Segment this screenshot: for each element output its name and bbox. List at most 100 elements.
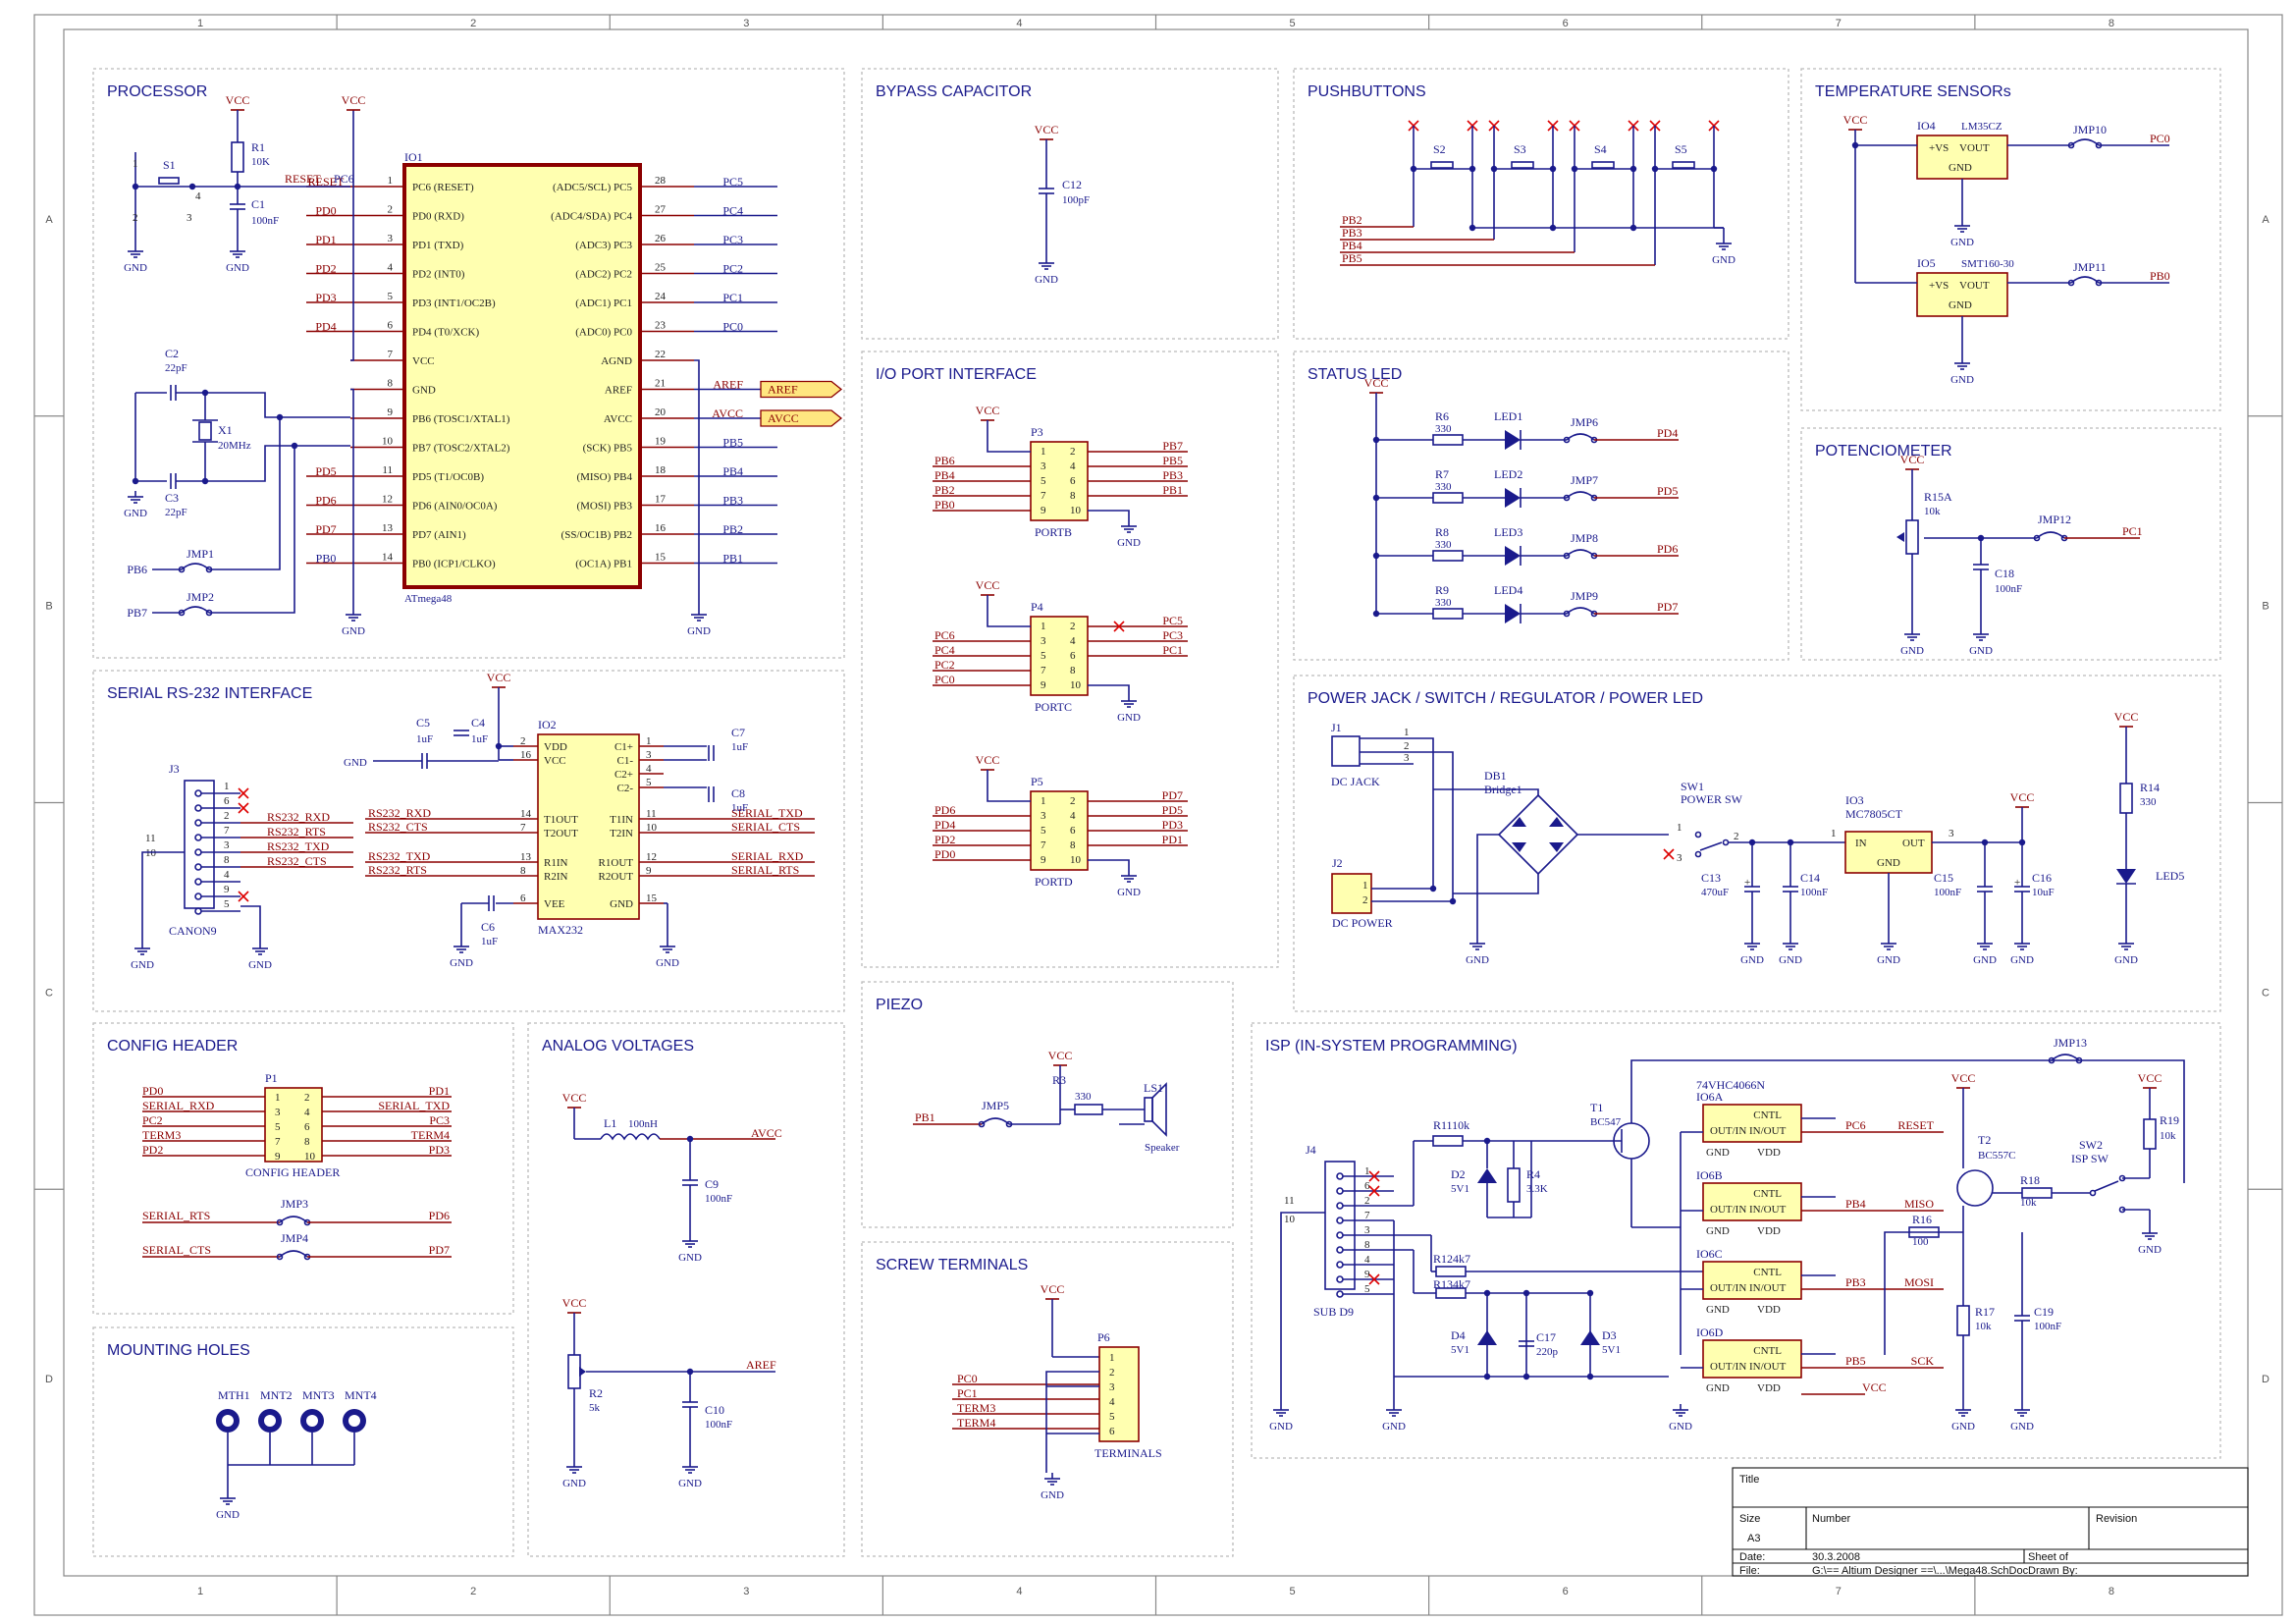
- analog-section: [527, 1022, 845, 1557]
- c10-ref: C10: [705, 1403, 724, 1417]
- power-switch: [1694, 850, 1702, 858]
- db9-pin: [194, 907, 202, 915]
- header-pin: 9: [1041, 679, 1046, 691]
- r1-ref: R1: [251, 140, 265, 154]
- vcc-label: VCC: [562, 1091, 587, 1105]
- db9-pin: [1336, 1187, 1344, 1195]
- mcu-ref: IO1: [404, 150, 423, 164]
- r12-label: R124k7: [1433, 1252, 1470, 1266]
- max232-pin-name: VEE: [544, 898, 565, 910]
- grid-col-top: 1: [197, 18, 203, 29]
- r4-ref: R4: [1526, 1167, 1540, 1181]
- xtal1-wire: [176, 392, 350, 418]
- resistor-r3: [1074, 1104, 1103, 1115]
- size-label: Size: [1739, 1513, 1760, 1525]
- grid-col-top: 6: [1563, 18, 1569, 29]
- c9-ref: C9: [705, 1177, 719, 1191]
- mcu-pin-number: 14: [382, 552, 394, 564]
- terminal-pin: 3: [1109, 1381, 1115, 1393]
- ground-label: GND: [1269, 1421, 1293, 1433]
- jumper: [1563, 610, 1571, 618]
- ground-label: GND: [1779, 954, 1802, 966]
- ground-label: GND: [216, 1509, 240, 1521]
- junction-dot: [291, 442, 298, 450]
- zener-d2: [1477, 1168, 1497, 1183]
- db9-pin-number: 6: [224, 795, 230, 807]
- mcu-pin-number: 17: [655, 494, 667, 506]
- wire: [1630, 1059, 2185, 1183]
- vcc-label: VCC: [1035, 123, 1059, 136]
- port-net: PB3: [1162, 468, 1183, 482]
- no-connect-mark: [238, 787, 249, 799]
- max232-pin-name: T1OUT: [544, 814, 578, 826]
- c18-ref: C18: [1995, 567, 2014, 580]
- power-switch: [1694, 831, 1702, 839]
- power-switch: [1722, 839, 1730, 846]
- io-port-section-title: I/O PORT INTERFACE: [876, 366, 1037, 383]
- header-pin: 9: [275, 1151, 281, 1163]
- vcc-label: VCC: [342, 93, 366, 107]
- port-tag-label: AVCC: [768, 411, 799, 425]
- mcu-pin-number: 13: [382, 522, 394, 534]
- no-connect-mark: [238, 891, 249, 902]
- pushbutton: [1672, 161, 1695, 169]
- no-connect-mark: [238, 802, 249, 814]
- mcu-pin-name: PD3 (INT1/OC2B): [412, 298, 496, 309]
- p6-value: TERMINALS: [1095, 1446, 1162, 1460]
- junction-dot: [276, 413, 284, 421]
- max232-pin-name: C2-: [617, 783, 634, 794]
- header-pin: 1: [1041, 446, 1046, 458]
- temp-pin: GND: [1949, 299, 1972, 311]
- db9-pin-number: 7: [1364, 1210, 1370, 1221]
- l1-ref: L1: [604, 1116, 616, 1130]
- db9-pin-number: 5: [224, 898, 230, 910]
- pc6-label: PC6: [334, 172, 354, 186]
- jumper: [1563, 494, 1571, 502]
- port-net: PC1: [1162, 643, 1183, 657]
- no-connect-mark: [1368, 1170, 1380, 1182]
- wire: [1433, 788, 1539, 795]
- pushbutton-ref: S2: [1433, 142, 1446, 156]
- pin-number: 1: [1362, 880, 1368, 892]
- junction-dot: [1851, 141, 1859, 149]
- db9-pin: [1336, 1172, 1344, 1180]
- bridge-diode: [1512, 842, 1526, 852]
- port-net: PC4: [934, 643, 955, 657]
- c7-ref: C7: [731, 726, 745, 739]
- port-net: PB0: [934, 498, 955, 512]
- max232-pin-name: GND: [610, 898, 633, 910]
- ground-label: GND: [678, 1478, 702, 1489]
- vcc-label: VCC: [1900, 453, 1925, 466]
- header-pin: 10: [1070, 679, 1082, 691]
- max232-pin-num: 16: [520, 749, 532, 761]
- jumper-ref: JMP11: [2073, 260, 2107, 274]
- wire: [1088, 510, 1130, 520]
- max232-pin-name: R2IN: [544, 871, 568, 883]
- port-net: PB6: [934, 454, 955, 467]
- header-pin: 4: [1070, 460, 1076, 472]
- r19-value: 10k: [2160, 1130, 2176, 1142]
- led: [1505, 546, 1521, 566]
- max232-pin-num: 14: [520, 808, 532, 820]
- crystal-x1: [198, 421, 212, 441]
- config-net: TERM3: [142, 1128, 181, 1142]
- wire: [141, 851, 185, 943]
- wire: [987, 595, 1031, 627]
- j4-ref: J4: [1306, 1143, 1316, 1157]
- vcc-label: VCC: [1843, 113, 1868, 127]
- header-pin: 6: [1070, 475, 1076, 487]
- header-pin: 3: [1041, 810, 1046, 822]
- vcc-net: VCC: [1862, 1380, 1887, 1394]
- db9-pin: [1336, 1261, 1344, 1269]
- jumper-ref: JMP8: [1571, 531, 1598, 545]
- config-net: PD0: [142, 1084, 163, 1098]
- j2-value: DC POWER: [1332, 916, 1393, 930]
- analog-switch-pin: VDD: [1757, 1225, 1781, 1237]
- led-ref: LED4: [1494, 583, 1522, 597]
- mcu-net-label: PD6: [315, 494, 336, 508]
- temperature-section-title: TEMPERATURE SENSORs: [1815, 83, 2011, 100]
- analog-switch-pin: CNTL: [1753, 1267, 1782, 1278]
- isp-net-label: MISO: [1904, 1197, 1934, 1211]
- mcu-pin-name: (MOSI) PB3: [576, 501, 632, 513]
- drawn-label: Drawn By:: [2028, 1565, 2078, 1577]
